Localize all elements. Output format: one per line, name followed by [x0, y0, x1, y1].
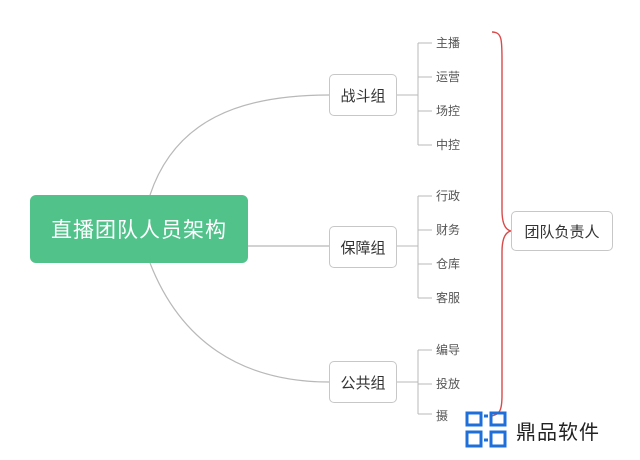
group-node-support: 保障组: [329, 226, 397, 268]
leaf-node: 摄: [435, 408, 450, 424]
watermark-logo: 鼎品软件: [464, 407, 624, 453]
leaf-node: 编导: [435, 342, 462, 358]
root-to-group-line: [149, 94, 330, 196]
leaf-node: 财务: [435, 222, 462, 238]
group-node-battle: 战斗组: [329, 74, 397, 116]
group-node-public: 公共组: [329, 361, 397, 403]
red-brace: [491, 31, 512, 417]
watermark-brand-text: 鼎品软件: [516, 419, 600, 444]
leaf-node: 客服: [435, 290, 462, 306]
dingpin-logo-icon: [465, 411, 507, 448]
owner-node: 团队负责人: [511, 211, 613, 251]
leaf-node: 场控: [435, 103, 462, 119]
leaf-node: 主播: [435, 35, 462, 51]
leaf-node: 行政: [435, 188, 462, 204]
root-to-group-line: [149, 262, 330, 383]
leaf-node: 运营: [435, 69, 462, 85]
leaf-node: 仓库: [435, 256, 462, 272]
leaf-node: 投放: [435, 376, 462, 392]
root-node: 直播团队人员架构: [30, 195, 248, 263]
leaf-node: 中控: [435, 137, 462, 153]
